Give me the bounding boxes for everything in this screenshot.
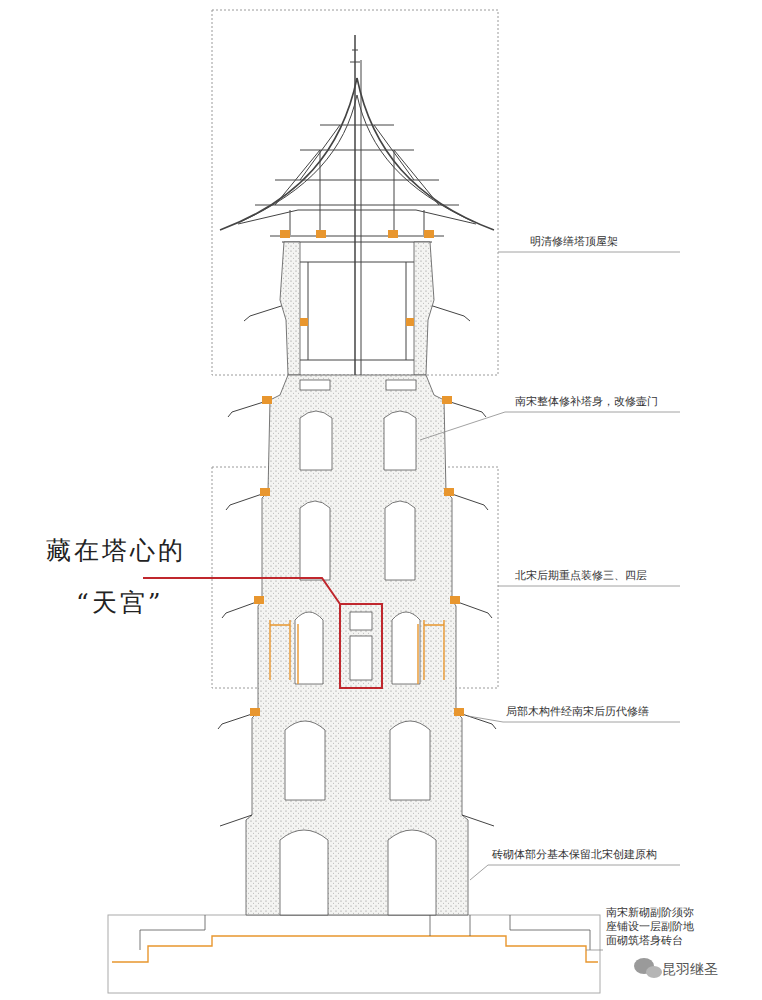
upper-wall [414, 242, 434, 375]
annotation: 南宋整体修补塔身，改修壸门 [515, 395, 658, 409]
bracket [454, 708, 464, 716]
roof-frame [357, 78, 494, 230]
roof-frame [357, 95, 474, 222]
upper-wall [280, 242, 434, 375]
tiangong-chamber [350, 636, 372, 680]
roof-frame [292, 262, 422, 360]
roof-frame [275, 125, 439, 205]
upper-wall [280, 242, 300, 375]
eave [220, 815, 494, 826]
leader-line [498, 252, 680, 253]
roof-frame [350, 50, 360, 62]
bracket [280, 230, 290, 238]
opening [300, 411, 332, 470]
region-frame [212, 10, 498, 375]
opening [392, 612, 420, 684]
base-frame [108, 915, 600, 993]
opening [295, 612, 323, 684]
opening [300, 501, 330, 580]
annotation: 南宋新砌副阶须弥座铺设一层副阶地面砌筑塔身砖台 [606, 906, 698, 948]
bracket [316, 230, 326, 238]
opening [300, 380, 330, 390]
opening [390, 721, 430, 800]
bracket [450, 596, 460, 604]
pagoda-body [246, 375, 468, 915]
roof-frame [255, 125, 459, 205]
annotation: 明清修缮塔顶屋架 [530, 235, 618, 249]
roof-frame [270, 236, 444, 242]
roof-frame [244, 300, 470, 321]
bracket [424, 230, 434, 238]
leader-line [420, 252, 680, 950]
bracket [442, 396, 452, 404]
callout-title: “天宫” [76, 588, 164, 618]
bracket [250, 708, 260, 716]
interior-frame [270, 620, 290, 680]
roof-frame [220, 35, 494, 375]
interior-frame [424, 620, 444, 680]
opening [386, 380, 416, 390]
ground-line [112, 936, 598, 962]
opening [384, 411, 416, 470]
ground-line [140, 915, 590, 950]
tiangong-chamber [350, 612, 372, 630]
eave [218, 400, 496, 826]
leader-line [420, 412, 680, 440]
leader-line [498, 586, 680, 587]
bracket [406, 318, 414, 326]
roof-frame [238, 210, 476, 224]
opening [385, 501, 415, 580]
callout-title: 藏在塔心的 [46, 536, 186, 566]
watermark-icon [634, 958, 662, 978]
bracket [260, 488, 270, 496]
ground-line [430, 915, 470, 936]
watermark-icon [646, 966, 662, 978]
base-frame [108, 915, 600, 993]
tiangong-highlight [143, 578, 340, 604]
annotation: 局部木构件经南宋后历代修缮 [506, 705, 649, 719]
watermark: 昆羽继圣 [662, 960, 718, 978]
bracket [250, 230, 464, 716]
ground-line [112, 915, 598, 962]
roof-frame [240, 95, 357, 222]
opening [285, 721, 325, 800]
leader-line [586, 950, 603, 951]
annotation: 砖砌体部分基本保留北宋创建原构 [492, 848, 657, 862]
roof-frame [220, 78, 357, 230]
opening [388, 830, 436, 915]
bracket [300, 318, 308, 326]
pagoda-body [246, 375, 468, 915]
interior-frame [298, 624, 418, 684]
bracket [254, 596, 264, 604]
tiangong-highlight [340, 604, 382, 688]
bracket [262, 396, 272, 404]
annotation: 北宋后期重点装修三、四层 [515, 569, 647, 583]
leader-line [470, 865, 680, 880]
tiangong-highlight [143, 578, 382, 688]
opening [280, 380, 436, 915]
bracket [388, 230, 398, 238]
roof-frame [300, 360, 414, 361]
opening [280, 830, 328, 915]
bracket [444, 488, 454, 496]
tiangong-chamber [350, 612, 372, 680]
